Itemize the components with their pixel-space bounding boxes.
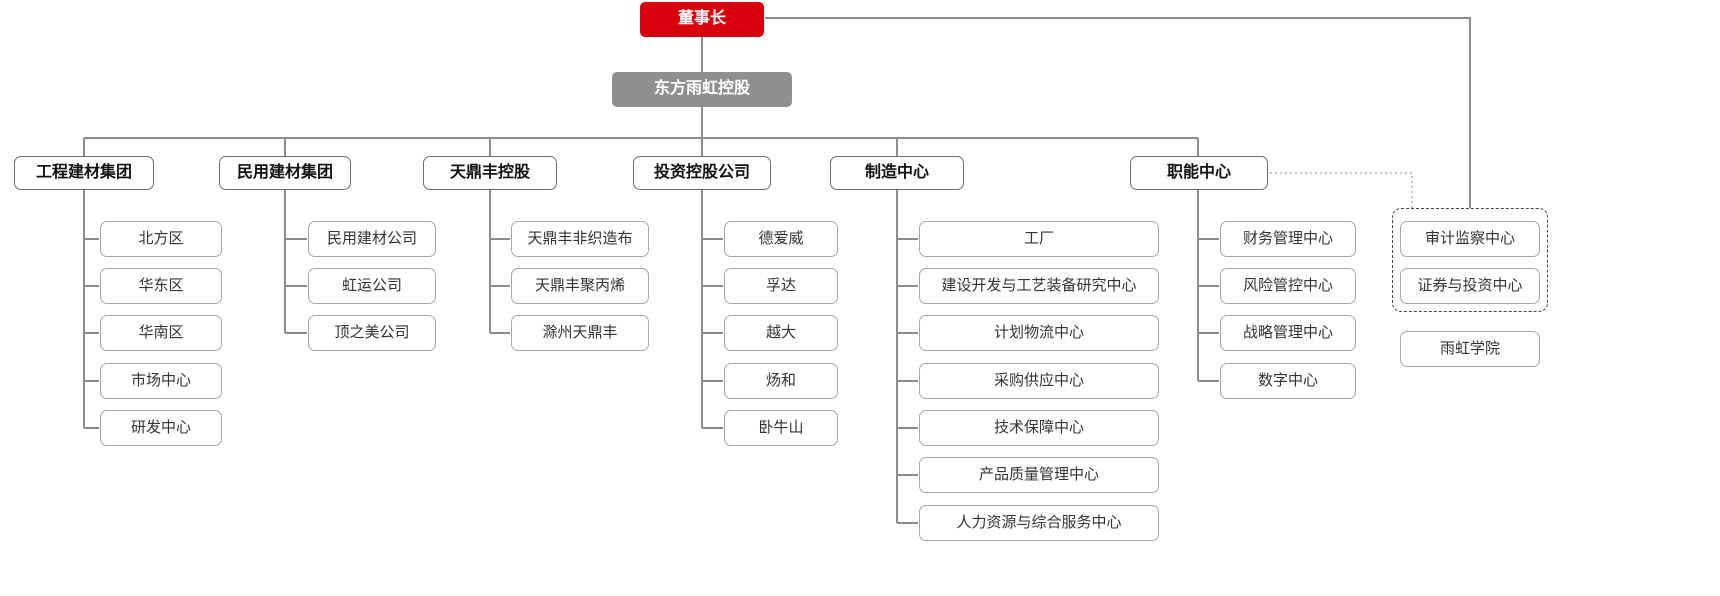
node-leaf-planning-logistics-center[interactable]: 计划物流中心	[919, 315, 1159, 351]
node-leaf-label: 德爱威	[758, 230, 804, 248]
node-leaf-nonwoven[interactable]: 天鼎丰非织造布	[511, 221, 649, 257]
node-leaf-yueda[interactable]: 越大	[724, 315, 838, 351]
node-leaf-label: 华东区	[138, 277, 184, 295]
node-leaf-chuzhou[interactable]: 滁州天鼎丰	[511, 315, 649, 351]
node-leaf-hr-services-center[interactable]: 人力资源与综合服务中心	[919, 505, 1159, 541]
node-leaf-label: 越大	[765, 324, 796, 342]
node-leaf-hongyun-company[interactable]: 虹运公司	[308, 268, 436, 304]
node-leaf-civil-materials-company[interactable]: 民用建材公司	[308, 221, 436, 257]
node-leaf-yuhong-academy[interactable]: 雨虹学院	[1400, 331, 1540, 367]
node-leaf-label: 风险管控中心	[1242, 277, 1333, 295]
node-leaf-factory[interactable]: 工厂	[919, 221, 1159, 257]
node-division-manufacturing[interactable]: 制造中心	[830, 156, 964, 190]
node-leaf-construction-research-center[interactable]: 建设开发与工艺装备研究中心	[919, 268, 1159, 304]
node-leaf-finance-center[interactable]: 财务管理中心	[1220, 221, 1356, 257]
node-division-functional[interactable]: 职能中心	[1130, 156, 1268, 190]
node-chairman-label: 董事长	[677, 10, 726, 28]
node-leaf-strategy-center[interactable]: 战略管理中心	[1220, 315, 1356, 351]
node-leaf-fuda[interactable]: 孚达	[724, 268, 838, 304]
node-leaf-label: 审计监察中心	[1424, 230, 1515, 248]
node-leaf-north-region[interactable]: 北方区	[100, 221, 222, 257]
node-leaf-deaiwei[interactable]: 德爱威	[724, 221, 838, 257]
node-division-civil-label: 民用建材集团	[236, 163, 333, 181]
node-leaf-label: 卧牛山	[758, 419, 804, 437]
node-division-tiandingfeng-label: 天鼎丰控股	[449, 163, 530, 181]
node-holding[interactable]: 东方雨虹控股	[612, 72, 792, 107]
node-leaf-dingzhimei-company[interactable]: 顶之美公司	[308, 315, 436, 351]
node-leaf-digital-center[interactable]: 数字中心	[1220, 363, 1356, 399]
node-leaf-label: 工厂	[1023, 230, 1054, 248]
node-leaf-label: 虹运公司	[341, 277, 402, 295]
node-leaf-procurement-center[interactable]: 采购供应中心	[919, 363, 1159, 399]
node-leaf-label: 数字中心	[1257, 372, 1318, 390]
node-leaf-securities-investment-center[interactable]: 证券与投资中心	[1400, 268, 1540, 304]
node-leaf-label: 炀和	[765, 372, 796, 390]
node-leaf-label: 建设开发与工艺装备研究中心	[941, 277, 1137, 295]
node-leaf-label: 财务管理中心	[1242, 230, 1333, 248]
node-leaf-label: 滁州天鼎丰	[542, 324, 618, 342]
node-division-engineering[interactable]: 工程建材集团	[14, 156, 154, 190]
node-leaf-label: 北方区	[138, 230, 184, 248]
node-leaf-woniushan[interactable]: 卧牛山	[724, 410, 838, 446]
node-leaf-label: 孚达	[765, 277, 796, 295]
node-division-civil[interactable]: 民用建材集团	[219, 156, 351, 190]
node-leaf-audit-supervision-center[interactable]: 审计监察中心	[1400, 221, 1540, 257]
node-leaf-technical-support-center[interactable]: 技术保障中心	[919, 410, 1159, 446]
node-division-investment[interactable]: 投资控股公司	[633, 156, 771, 190]
node-division-tiandingfeng[interactable]: 天鼎丰控股	[423, 156, 557, 190]
node-leaf-label: 技术保障中心	[993, 419, 1084, 437]
node-leaf-label: 民用建材公司	[326, 230, 417, 248]
node-leaf-label: 产品质量管理中心	[978, 466, 1099, 484]
node-leaf-label: 天鼎丰非织造布	[527, 230, 633, 248]
node-leaf-label: 雨虹学院	[1439, 340, 1500, 358]
node-leaf-label: 顶之美公司	[334, 324, 410, 342]
node-division-functional-label: 职能中心	[1166, 163, 1231, 181]
node-leaf-label: 华南区	[138, 324, 184, 342]
node-leaf-label: 战略管理中心	[1242, 324, 1333, 342]
node-leaf-label: 证券与投资中心	[1417, 277, 1523, 295]
node-holding-label: 东方雨虹控股	[653, 80, 750, 98]
node-division-manufacturing-label: 制造中心	[864, 163, 929, 181]
node-leaf-rd-center[interactable]: 研发中心	[100, 410, 222, 446]
node-leaf-label: 人力资源与综合服务中心	[956, 514, 1122, 532]
direct-report-group	[1392, 208, 1548, 312]
dotted-line-functional-to-audit	[1270, 172, 1413, 208]
node-chairman[interactable]: 董事长	[640, 2, 764, 37]
node-leaf-label: 市场中心	[130, 372, 191, 390]
node-leaf-south-region[interactable]: 华南区	[100, 315, 222, 351]
node-leaf-label: 天鼎丰聚丙烯	[534, 277, 625, 295]
node-leaf-label: 计划物流中心	[993, 324, 1084, 342]
node-leaf-market-center[interactable]: 市场中心	[100, 363, 222, 399]
node-leaf-polypropylene[interactable]: 天鼎丰聚丙烯	[511, 268, 649, 304]
node-leaf-east-region[interactable]: 华东区	[100, 268, 222, 304]
node-leaf-risk-control-center[interactable]: 风险管控中心	[1220, 268, 1356, 304]
node-division-investment-label: 投资控股公司	[653, 163, 750, 181]
node-leaf-yanghe[interactable]: 炀和	[724, 363, 838, 399]
node-leaf-quality-management-center[interactable]: 产品质量管理中心	[919, 457, 1159, 493]
node-leaf-label: 采购供应中心	[993, 372, 1084, 390]
node-division-engineering-label: 工程建材集团	[35, 163, 132, 181]
node-leaf-label: 研发中心	[130, 419, 191, 437]
